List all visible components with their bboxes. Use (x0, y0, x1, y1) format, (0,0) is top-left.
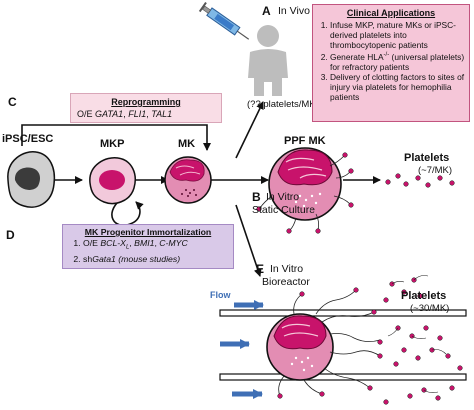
immortalization-item-1: O/E BCL-XL, BMI1, C-MYC (83, 238, 227, 254)
flow-arrows (21, 101, 381, 277)
platelets-static-label: Platelets (404, 152, 450, 164)
clinical-applications-title: Clinical Applications (346, 8, 436, 18)
ppf-mk-static (256, 147, 354, 234)
reprogramming-title: Reprogramming (111, 97, 181, 107)
platelet-trails (387, 275, 447, 393)
immortalization-title: MK Progenitor Immortalization (84, 227, 212, 237)
ppf-mk-bioreactor (266, 287, 383, 399)
ppf-mk-label: PPF MK (284, 135, 326, 147)
clinical-item-1: Infuse MKP, mature MKs or iPSC-derived p… (330, 20, 465, 50)
flow-label: Flow (210, 290, 231, 300)
clinical-applications-list: Infuse MKP, mature MKs or iPSC-derived p… (317, 20, 465, 102)
mk-cell (164, 156, 212, 204)
platelets-static-rate: (~7/MK) (418, 165, 453, 176)
ipsc-cell (7, 151, 56, 208)
ipsc-label: iPSC/ESC (2, 133, 54, 145)
in-vitro-bio-line2: Bioreactor (262, 276, 310, 288)
immortalization-list: O/E BCL-XL, BMI1, C-MYC shGata1 (mouse s… (69, 238, 227, 265)
platelets-bio-rate: (~30/MK) (410, 303, 450, 314)
mkp-cell (89, 157, 136, 205)
patient-platelets-label: (?? platelets/MK) (247, 99, 319, 110)
in-vitro-static-line2: Static Culture (252, 204, 316, 216)
section-a-label: A (262, 4, 271, 18)
section-e-label: E (256, 262, 265, 276)
immortalization-box: MK Progenitor Immortalization O/E BCL-XL… (62, 224, 234, 269)
reprogramming-line: O/E GATA1, FLI1, TAL1 (77, 109, 173, 119)
reprogramming-box: Reprogramming O/E GATA1, FLI1, TAL1 (70, 93, 222, 123)
clinical-applications-box: Clinical Applications Infuse MKP, mature… (312, 4, 470, 122)
syringe-icon (198, 2, 250, 40)
in-vitro-bio-line1: In Vitro (270, 263, 304, 275)
platelets-bio-label: Platelets (401, 290, 447, 302)
in-vitro-static-line1: In Vitro (266, 191, 300, 203)
clinical-item-3: Delivery of clotting factors to sites of… (330, 72, 465, 102)
patient-icon (248, 25, 288, 96)
mk-label: MK (178, 138, 196, 150)
clinical-item-2: Generate HLA-/- (universal platelets) fo… (330, 50, 465, 72)
section-d-label: D (6, 228, 15, 242)
mkp-label: MKP (100, 138, 125, 150)
flow-arrow-icons (220, 300, 264, 399)
section-b-label: B (252, 190, 261, 204)
section-c-label: C (8, 95, 17, 109)
in-vivo-label: In Vivo (278, 5, 310, 17)
bioreactor-channel (219, 309, 467, 381)
immortalization-item-2: shGata1 (mouse studies) (83, 254, 227, 265)
platelets-static-dots (385, 173, 455, 188)
